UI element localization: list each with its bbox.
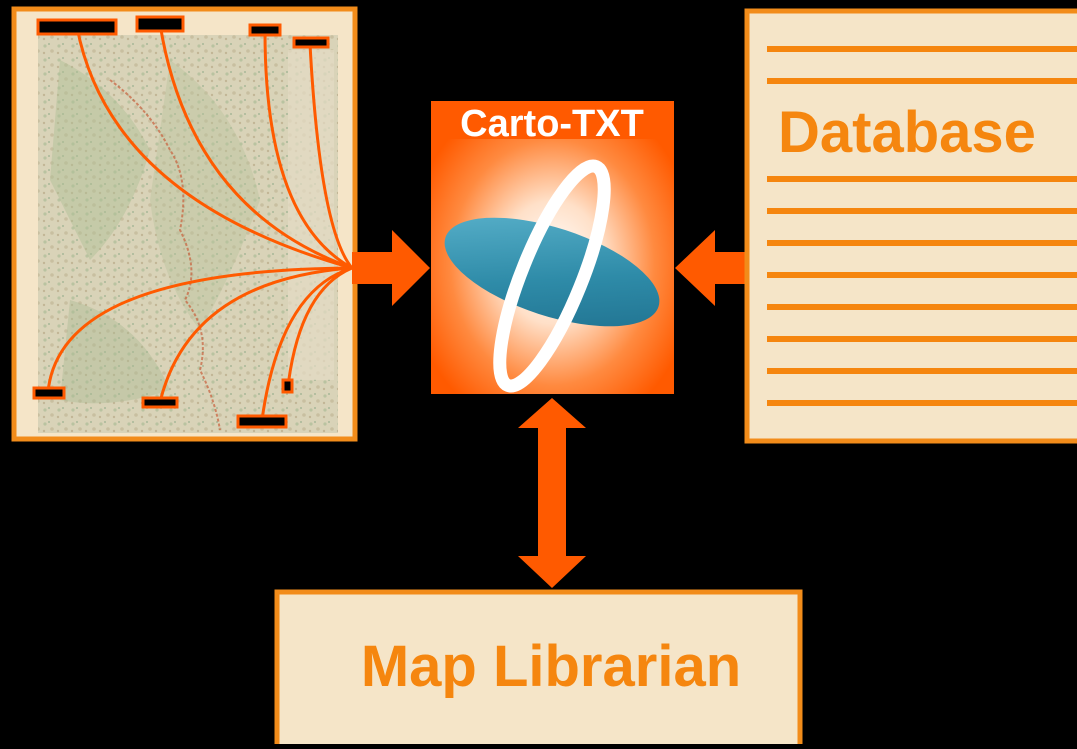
callout-marker <box>36 18 118 36</box>
database-line <box>767 78 1077 84</box>
map-terrain-patch <box>60 300 170 404</box>
callout-lines <box>46 23 354 421</box>
callout-marker <box>292 36 330 49</box>
database-line <box>767 368 1077 374</box>
database-box: Database <box>744 8 1077 444</box>
map-to-logo-arrow <box>352 230 430 306</box>
map-legend <box>288 50 334 380</box>
callout-markers <box>32 15 330 429</box>
callout-marker <box>135 15 185 33</box>
callout-marker <box>32 386 66 400</box>
database-line <box>767 336 1077 342</box>
librarian-label: Map Librarian <box>361 634 741 699</box>
callout-marker <box>248 23 282 37</box>
database-lines <box>767 46 1077 406</box>
map-terrain-patch <box>150 60 260 330</box>
database-line <box>767 46 1077 52</box>
database-label: Database <box>778 100 1036 165</box>
database-line <box>767 272 1077 278</box>
database-to-logo-arrow <box>675 230 745 306</box>
database-frame <box>744 8 1077 444</box>
logo-title-band <box>431 101 674 139</box>
carto-txt-logo: Carto-TXT <box>431 101 674 394</box>
librarian-frame <box>274 589 803 749</box>
map-border-line <box>109 79 221 431</box>
callout-marker <box>236 414 288 429</box>
callout-marker <box>281 378 294 394</box>
database-line <box>767 208 1077 214</box>
map-terrain-patch <box>50 60 150 260</box>
map-panel <box>11 6 358 442</box>
logo-title: Carto-TXT <box>460 103 644 145</box>
database-line <box>767 304 1077 310</box>
database-line <box>767 400 1077 406</box>
map-librarian-box: Map Librarian <box>274 589 803 749</box>
logo-disc-icon <box>444 217 660 327</box>
logo-ring-icon <box>493 159 611 393</box>
callout-marker <box>141 396 179 409</box>
database-line <box>767 240 1077 246</box>
database-line <box>767 176 1077 182</box>
logo-librarian-double-arrow <box>518 398 586 588</box>
